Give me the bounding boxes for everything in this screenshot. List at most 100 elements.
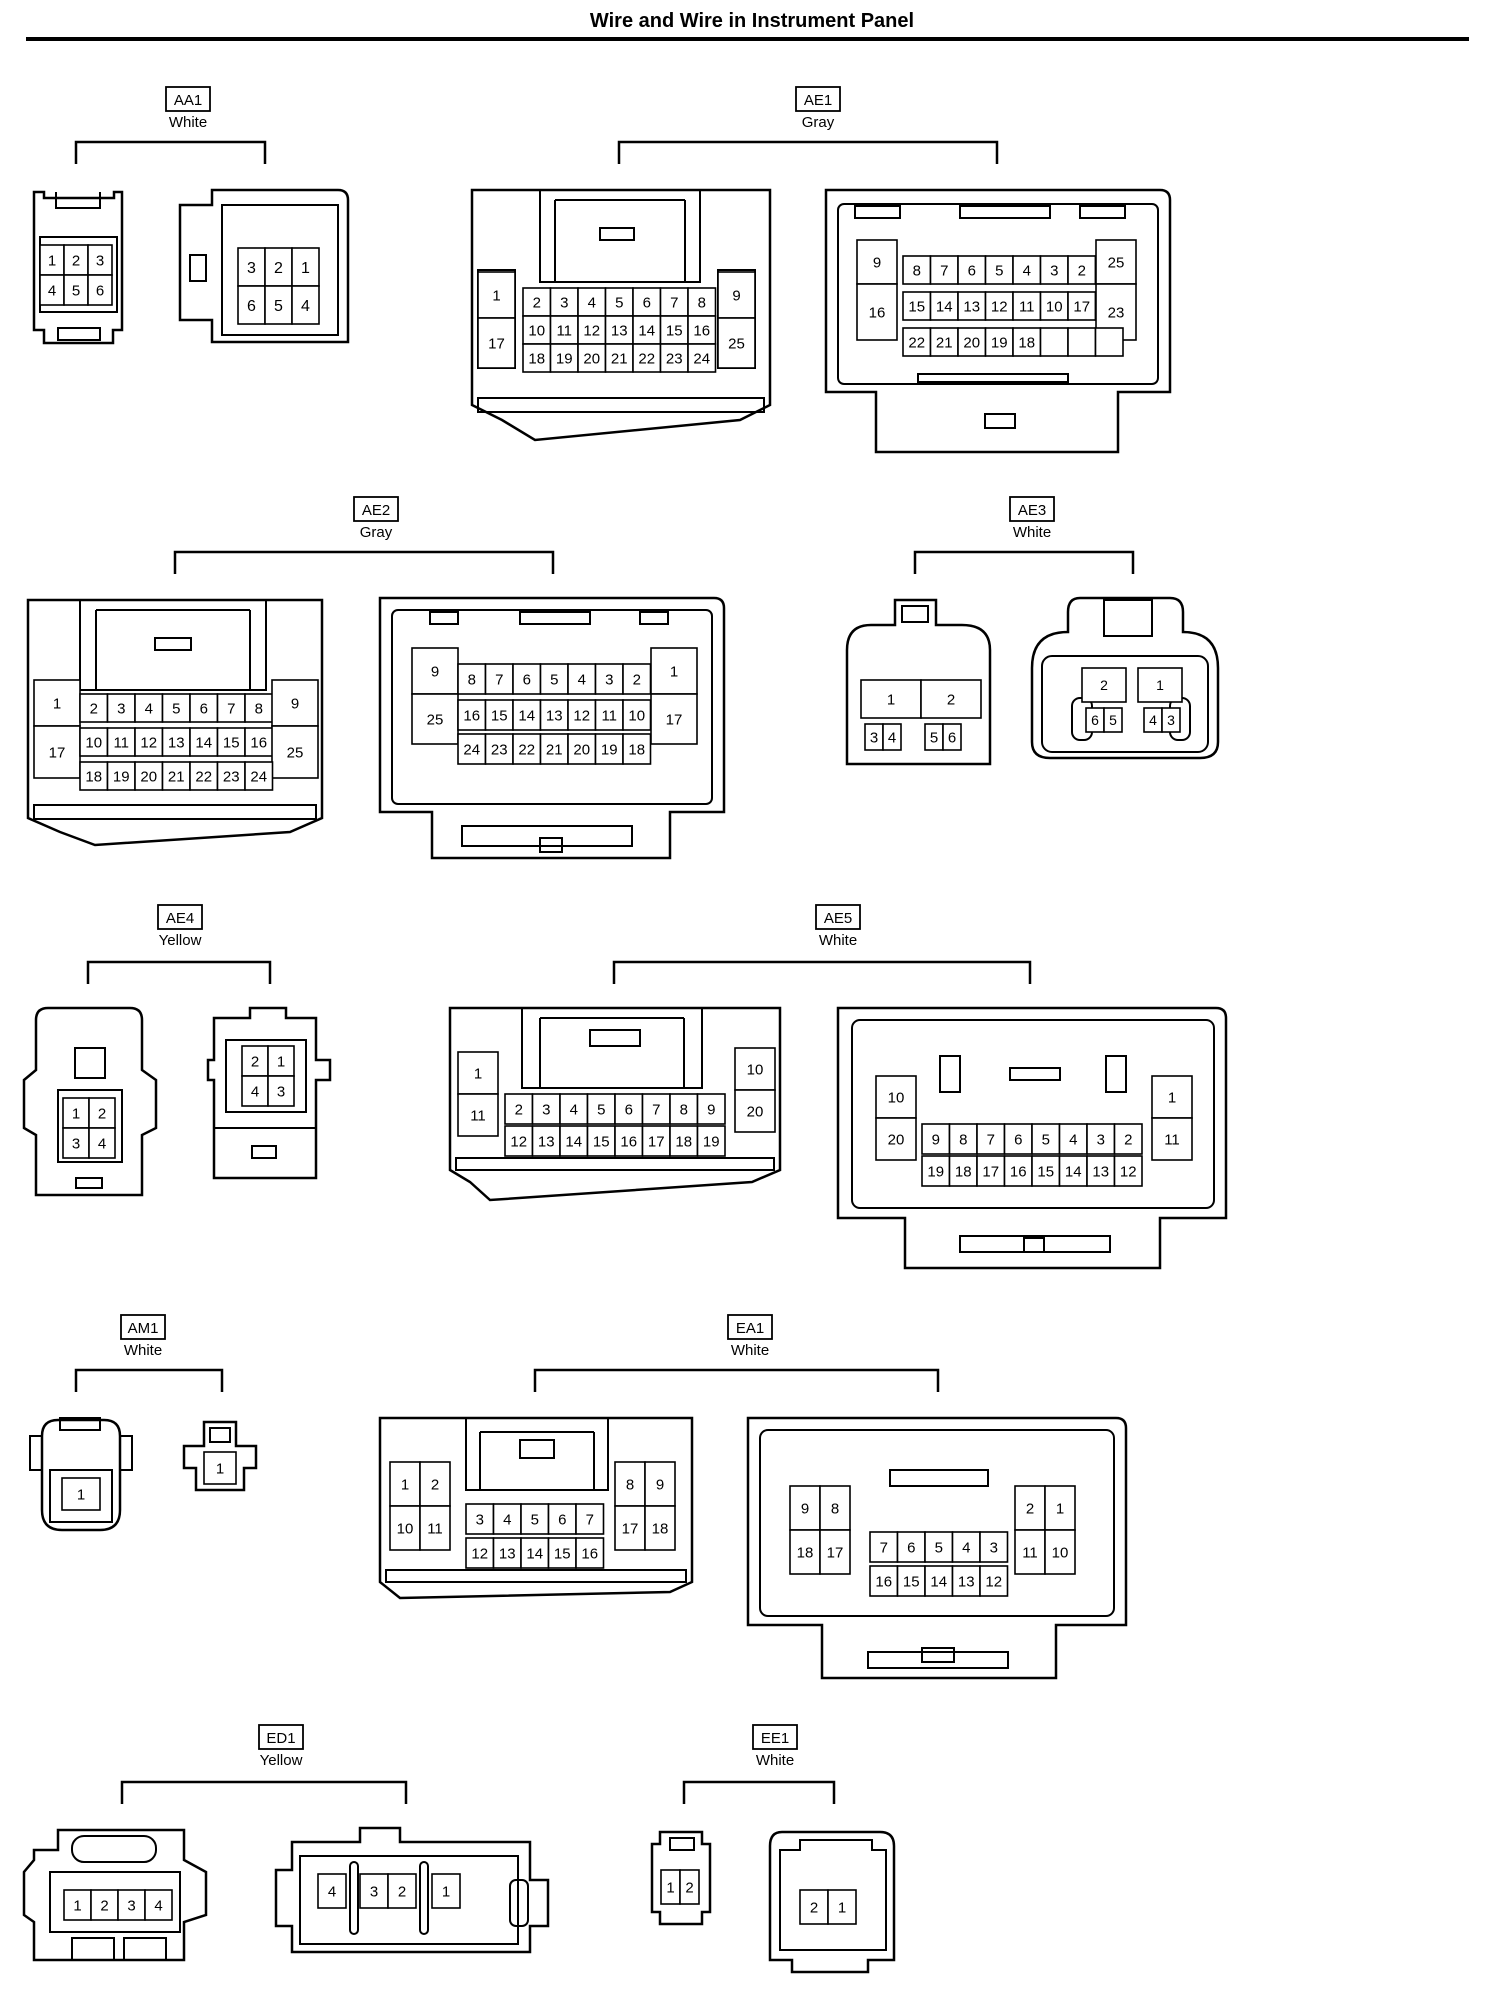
pin-number: 17 bbox=[488, 335, 505, 352]
pin-number: 12 bbox=[510, 1133, 527, 1150]
pin-number: 25 bbox=[1108, 254, 1125, 271]
housing-outline bbox=[378, 1416, 694, 1600]
connector-code-box bbox=[258, 1724, 304, 1750]
pin-cell bbox=[984, 291, 1014, 321]
pin-cell bbox=[547, 1537, 577, 1569]
grouping-bracket bbox=[913, 550, 1135, 574]
grouping-bracket bbox=[617, 140, 999, 164]
pin-number: 17 bbox=[49, 744, 66, 761]
pin-number: 2 bbox=[1026, 1500, 1034, 1517]
housing-outline bbox=[448, 1006, 782, 1202]
pin-number: 4 bbox=[1069, 1131, 1077, 1148]
pin-cell bbox=[457, 1093, 499, 1137]
pin-number: 25 bbox=[427, 711, 444, 728]
pin-cell bbox=[244, 761, 274, 791]
pin-cell bbox=[696, 1093, 726, 1125]
pin-number: 19 bbox=[927, 1163, 944, 1180]
pin-number: 16 bbox=[620, 1133, 637, 1150]
pin-cell bbox=[216, 693, 246, 723]
pin-number: 1 bbox=[838, 1899, 846, 1916]
pin-cell bbox=[856, 283, 898, 341]
pin-number: 4 bbox=[145, 700, 153, 717]
connector-color: White bbox=[731, 1342, 769, 1359]
housing-outline bbox=[599, 227, 635, 241]
pin-cell bbox=[79, 693, 109, 723]
pin-cell bbox=[644, 1505, 676, 1551]
housing-outline bbox=[189, 254, 207, 282]
pin-cell bbox=[1044, 1529, 1076, 1575]
pin-cell bbox=[411, 647, 459, 695]
pin-number: 20 bbox=[747, 1103, 764, 1120]
pin-cell bbox=[539, 733, 569, 765]
pin-number: 19 bbox=[601, 741, 618, 758]
pin-number: 6 bbox=[1014, 1131, 1022, 1148]
pin-cell bbox=[144, 1889, 173, 1921]
pin-cell bbox=[457, 733, 487, 765]
connector-color: White bbox=[124, 1342, 162, 1359]
pin-number: 2 bbox=[685, 1879, 693, 1896]
pin-number: 18 bbox=[528, 350, 545, 367]
pin-number: 3 bbox=[1050, 262, 1058, 279]
housing-outline bbox=[779, 1839, 887, 1951]
pin-number: 10 bbox=[528, 322, 545, 339]
pin-number: 11 bbox=[1164, 1131, 1180, 1148]
pin-number: 12 bbox=[140, 734, 157, 751]
pin-number: 5 bbox=[550, 671, 558, 688]
housing-outline bbox=[554, 199, 686, 282]
pin-number: 9 bbox=[707, 1101, 715, 1118]
connector-color: White bbox=[819, 932, 857, 949]
pin-cell bbox=[539, 663, 569, 695]
pin-number: 22 bbox=[908, 334, 925, 351]
pin-number: 3 bbox=[560, 294, 568, 311]
pin-number: 3 bbox=[990, 1539, 998, 1556]
pin-cell bbox=[819, 1485, 851, 1531]
pin-cell bbox=[951, 1565, 981, 1597]
grouping-bracket bbox=[74, 1368, 224, 1392]
pin-cell bbox=[1086, 1123, 1116, 1155]
pin-cell bbox=[614, 1461, 646, 1507]
housing-outline bbox=[768, 1830, 896, 1974]
pin-cell bbox=[63, 1889, 92, 1921]
housing-outline bbox=[40, 1418, 122, 1532]
pin-number: 21 bbox=[936, 334, 953, 351]
pin-number: 8 bbox=[698, 294, 706, 311]
pin-number: 6 bbox=[907, 1539, 915, 1556]
housing-outline bbox=[419, 1861, 429, 1935]
pin-number: 2 bbox=[98, 1105, 106, 1122]
pin-cell bbox=[389, 1505, 421, 1551]
pin-number: 8 bbox=[468, 671, 476, 688]
pin-cell bbox=[1012, 255, 1042, 285]
pin-number: 12 bbox=[573, 707, 590, 724]
pin-number: 5 bbox=[1109, 712, 1117, 728]
pin-number: 1 bbox=[53, 695, 61, 712]
pin-cell bbox=[522, 315, 552, 345]
pin-cell bbox=[1137, 667, 1183, 703]
pin-cell bbox=[1012, 327, 1042, 357]
pin-cell bbox=[819, 1529, 851, 1575]
pin-cell bbox=[594, 699, 624, 731]
pin-cell bbox=[62, 1127, 90, 1159]
housing-outline bbox=[378, 596, 726, 860]
pin-cell bbox=[237, 247, 266, 287]
housing-outline bbox=[461, 825, 633, 847]
housing-outline bbox=[59, 1417, 101, 1431]
pin-cell bbox=[419, 1461, 451, 1507]
housing-outline bbox=[299, 1855, 519, 1945]
pin-cell bbox=[539, 699, 569, 731]
housing-outline bbox=[455, 1157, 775, 1171]
pin-number: 17 bbox=[982, 1163, 999, 1180]
pin-cell bbox=[1081, 667, 1127, 703]
pin-number: 22 bbox=[195, 768, 212, 785]
pin-cell bbox=[241, 1075, 269, 1107]
grouping-bracket bbox=[86, 960, 272, 984]
pin-cell bbox=[614, 1505, 646, 1551]
housing-outline bbox=[917, 373, 1069, 383]
pin-cell bbox=[575, 1503, 605, 1535]
pin-number: 12 bbox=[583, 322, 600, 339]
pin-number: 19 bbox=[703, 1133, 720, 1150]
